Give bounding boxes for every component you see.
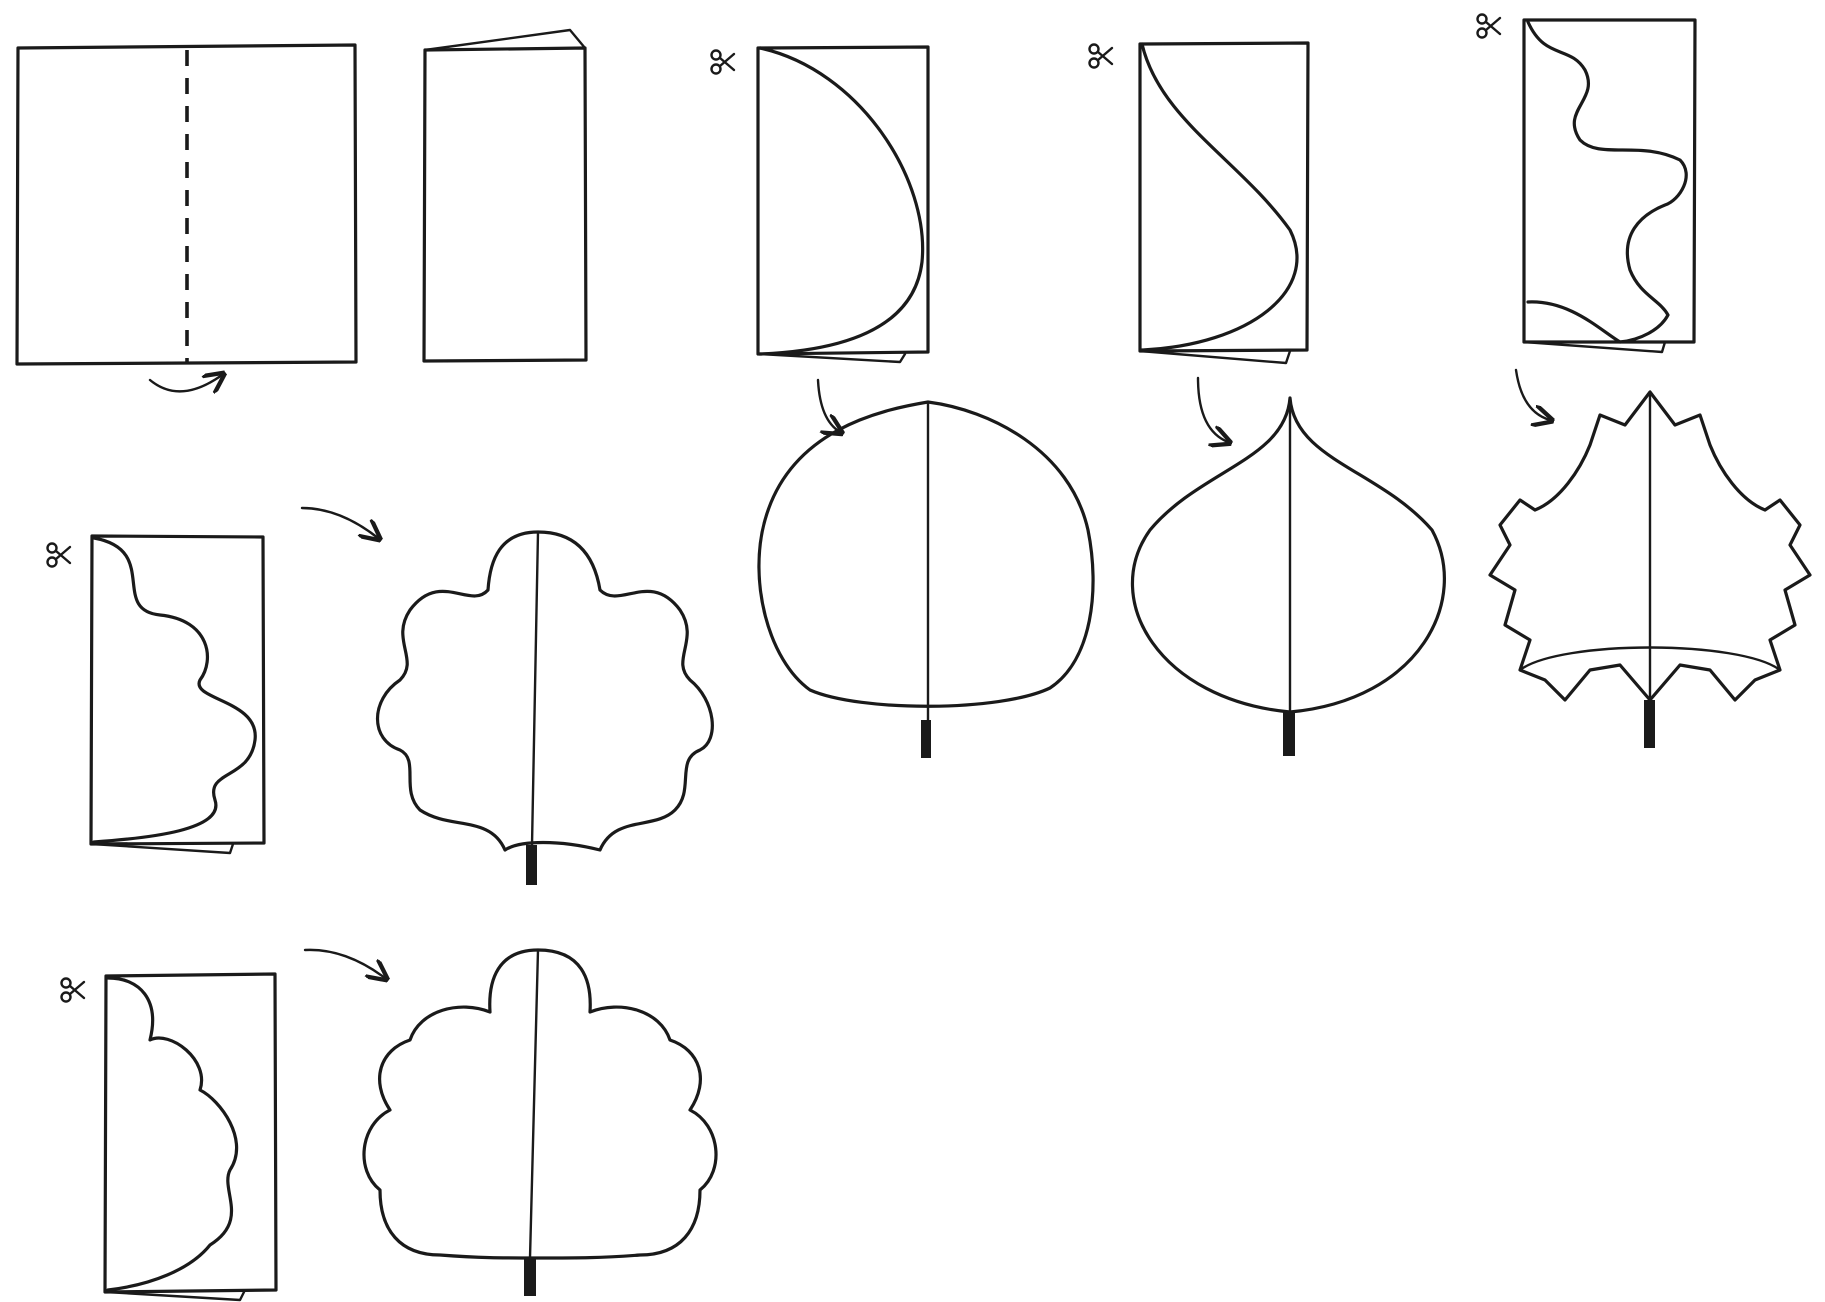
template-oak	[48, 508, 379, 853]
leaf-stem	[921, 720, 931, 758]
cut-line	[108, 978, 237, 1290]
leaf-stem	[526, 845, 537, 885]
template-birch	[712, 47, 929, 432]
step-1-sheet	[17, 45, 356, 391]
cut-line	[1142, 44, 1297, 350]
scissors-icon	[1478, 15, 1501, 38]
arrow-icon	[818, 380, 840, 432]
leaf-outline	[759, 402, 1093, 706]
paper-edge	[92, 844, 233, 853]
arrow-icon	[1516, 370, 1550, 420]
leaf-stem	[1283, 712, 1295, 756]
arrow-icon	[1198, 378, 1228, 442]
paper-edge	[106, 1292, 244, 1300]
leaf-vein	[530, 950, 538, 1258]
folded-paper	[91, 536, 264, 844]
leaf-vein	[532, 532, 538, 845]
template-maple	[1478, 15, 1696, 421]
cut-line	[760, 48, 923, 354]
cut-line	[94, 538, 255, 842]
folded-paper	[424, 48, 586, 361]
step-2-folded-sheet	[424, 30, 586, 361]
cut-line	[1528, 22, 1686, 342]
paper-edge	[760, 354, 905, 362]
leaf-stem	[524, 1258, 536, 1296]
leaf-stem	[1644, 700, 1655, 748]
leaf-outline	[378, 532, 713, 850]
folded-paper	[105, 974, 276, 1292]
leaf-linden	[1132, 398, 1444, 756]
template-linden	[1090, 43, 1309, 442]
leaf-outline	[1132, 398, 1444, 712]
scissors-icon	[712, 51, 735, 74]
leaf-outline	[364, 950, 716, 1258]
template-scalloped	[62, 950, 386, 1300]
leaf-oak	[378, 532, 713, 885]
leaf-birch	[759, 402, 1093, 758]
scissors-icon	[62, 979, 85, 1002]
paper-edge	[1140, 351, 1290, 363]
arrow-icon	[302, 508, 378, 538]
leaf-maple	[1490, 392, 1810, 748]
leaf-scalloped	[364, 950, 716, 1296]
fold-arrow-icon	[150, 375, 222, 391]
folded-paper	[1524, 20, 1695, 342]
scissors-icon	[1090, 45, 1113, 68]
arrow-icon	[305, 950, 385, 978]
folded-paper	[1140, 43, 1308, 351]
scissors-icon	[48, 544, 71, 567]
